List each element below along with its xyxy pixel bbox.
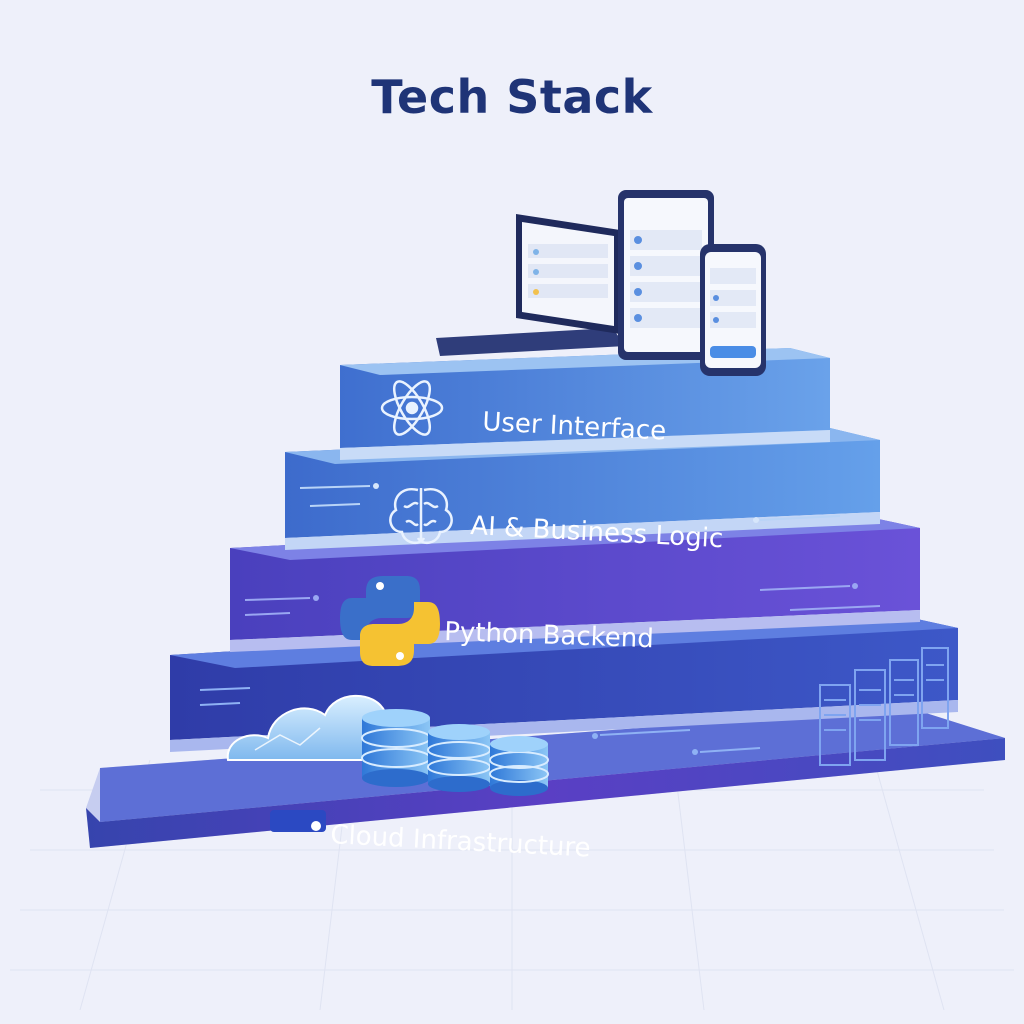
phone-icon — [700, 244, 766, 376]
server-rack-icon — [819, 647, 949, 766]
laptop-icon — [436, 214, 626, 356]
database-icon — [427, 724, 491, 792]
python-logo-icon — [340, 576, 440, 666]
layer-python-backend: Python Backend — [230, 515, 920, 666]
circuit-lines — [199, 687, 761, 753]
tablet-icon — [618, 190, 714, 360]
page-title: Tech Stack — [371, 70, 653, 124]
brain-icon — [389, 487, 453, 545]
circuit-lines — [299, 485, 841, 521]
badge-dot — [311, 821, 321, 831]
circuit-lines — [244, 585, 881, 616]
database-icon — [489, 736, 549, 796]
atom-icon — [380, 380, 444, 436]
layer-label-python-backend: Python Backend — [444, 617, 654, 654]
database-icon — [361, 709, 431, 787]
layer-label-cloud-infrastructure: Cloud Infrastructure — [330, 820, 592, 864]
